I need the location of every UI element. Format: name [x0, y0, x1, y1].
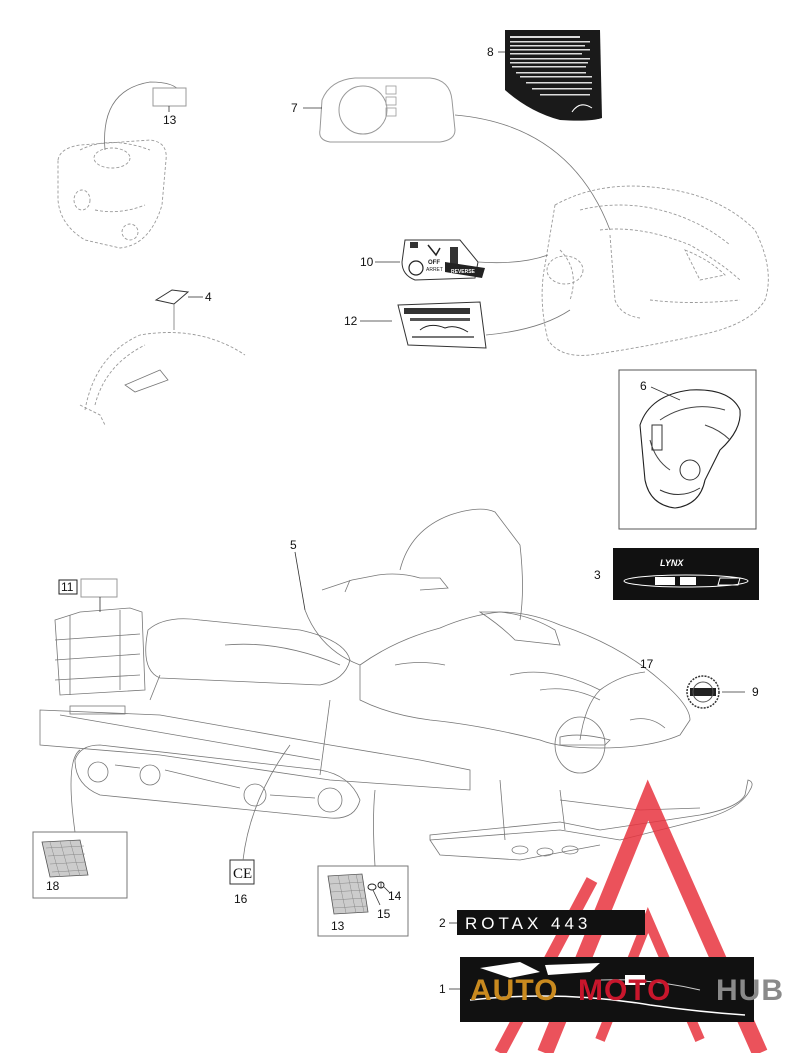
- callout-13-bottom: 13: [331, 919, 345, 933]
- ce-mark-box: [229, 859, 255, 885]
- emblem-decal: [686, 675, 720, 709]
- callout-6: 6: [640, 379, 647, 393]
- callout-3: 3: [594, 568, 601, 582]
- callout-17: 17: [640, 657, 654, 671]
- detail-box-13: [317, 865, 409, 937]
- callout-4: 4: [205, 290, 212, 304]
- throttle-housing: [639, 389, 741, 509]
- lynx-logo-text: LYNX: [660, 558, 684, 568]
- detail-box-6: [618, 369, 757, 530]
- performance-decal: [397, 301, 487, 349]
- callout-10: 10: [360, 255, 374, 269]
- large-graphic-decal: [460, 957, 754, 1022]
- watermark-moto: MOTO: [578, 974, 671, 1007]
- decal-13-top: [152, 87, 187, 107]
- callout-18: 18: [46, 879, 60, 893]
- callout-16: 16: [234, 892, 248, 906]
- watermark-auto: AUTO: [470, 974, 558, 1007]
- windshield-trim: [79, 289, 246, 426]
- callout-9: 9: [752, 685, 759, 699]
- callout-13-top: 13: [163, 113, 177, 127]
- rotax-decal: ROTAX 443: [457, 910, 645, 935]
- console-assembly: [57, 81, 181, 249]
- callout-8: 8: [487, 45, 494, 59]
- gauge-panel-decal: [319, 77, 456, 143]
- callout-5: 5: [290, 538, 297, 552]
- detail-box-18: [32, 831, 128, 899]
- callout-7: 7: [291, 101, 298, 115]
- watermark-logo: AUTO MOTO HUB: [470, 974, 784, 1007]
- lynx-decal: LYNX: [613, 548, 759, 600]
- washer-15: [367, 883, 377, 891]
- key-off-label: OFF: [428, 260, 440, 266]
- warning-decal: [505, 30, 602, 121]
- callout-14: 14: [388, 889, 402, 903]
- reverse-label: REVERSE: [451, 269, 476, 275]
- reflector-18: [41, 839, 89, 878]
- callout-11: 11: [61, 580, 74, 594]
- callout-1: 1: [439, 982, 446, 996]
- rotax-text: ROTAX 443: [465, 914, 591, 933]
- hood-dashed-outline: [541, 185, 769, 356]
- callout-12: 12: [344, 314, 358, 328]
- callout-15: 15: [377, 907, 391, 921]
- ce-mark-text: CE: [233, 866, 252, 882]
- callout-11-box: [58, 579, 78, 595]
- key-arret-label: ARRET: [426, 267, 443, 273]
- reflector-13: [327, 873, 369, 915]
- watermark-hub: HUB: [716, 974, 784, 1007]
- key-switch-decal: OFF ARRET REVERSE: [401, 239, 485, 281]
- snowmobile-body: [39, 508, 753, 861]
- callout-2: 2: [439, 916, 446, 930]
- decal-11: [80, 578, 118, 598]
- screw-14: [377, 881, 385, 889]
